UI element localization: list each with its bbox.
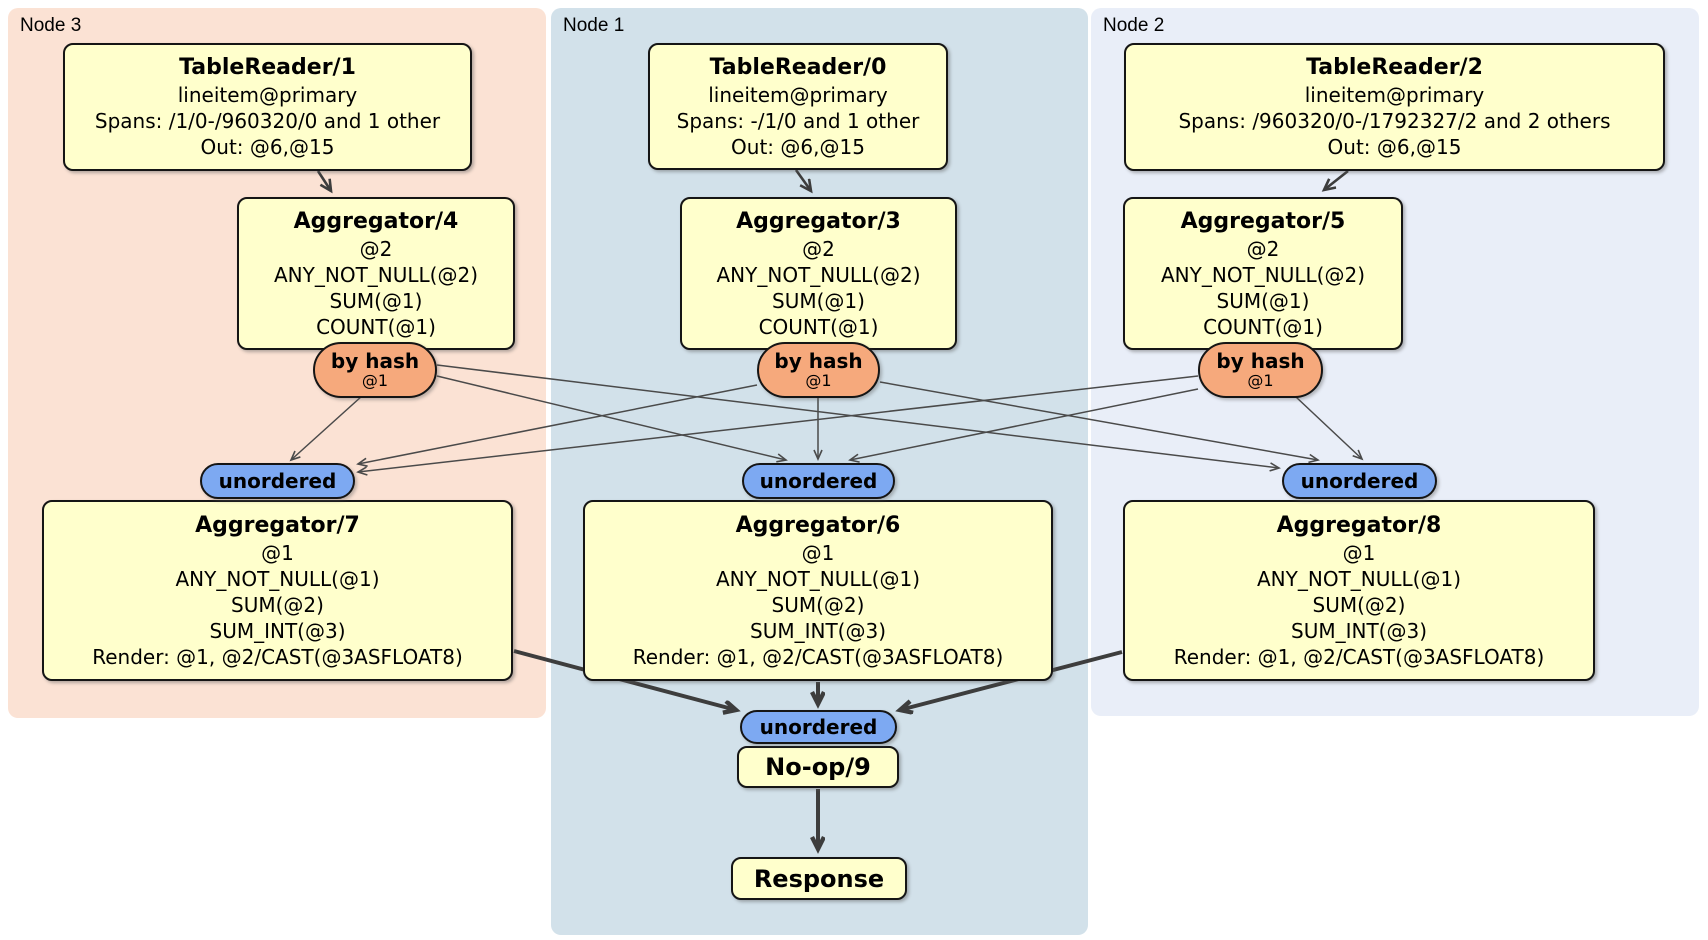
region-node-2-label: Node 2 [1103, 15, 1165, 36]
processor-line: Spans: /960320/0-/1792327/2 and 2 others [1178, 109, 1611, 133]
processor-line: ANY_NOT_NULL(@1) [1257, 566, 1461, 591]
processor-title: TableReader/0 [709, 54, 887, 80]
edge-router-node3-sync-node3 [289, 395, 363, 462]
edge-router-node1-sync-node3 [356, 384, 758, 467]
processor-line: ANY_NOT_NULL(@1) [175, 566, 380, 591]
processor-line: ANY_NOT_NULL(@2) [716, 262, 921, 287]
processor-aggregator-5: Aggregator/5 @2 ANY_NOT_NULL(@2) SUM(@1)… [1123, 197, 1403, 350]
processor-line: @1 [1342, 540, 1376, 565]
processor-line: SUM(@2) [771, 592, 865, 617]
sync-unordered-node2: unordered [1282, 463, 1437, 499]
processor-line: ANY_NOT_NULL(@2) [1161, 262, 1365, 287]
router-detail: @1 [361, 371, 389, 390]
edge-router-node3-sync-node2 [436, 364, 1281, 472]
processor-title: No-op/9 [765, 753, 871, 781]
processor-line: COUNT(@1) [758, 314, 879, 339]
edge-aggregator8-output-sync [900, 650, 1123, 710]
processor-line: @1 [261, 540, 294, 565]
processor-noop-9: No-op/9 [737, 746, 899, 788]
sync-label: unordered [759, 469, 878, 493]
region-node-1-label: Node 1 [563, 15, 625, 36]
sync-label: unordered [759, 715, 878, 739]
processor-line: Render: @1, @2/CAST(@3ASFLOAT8) [1173, 644, 1545, 669]
processor-line: Spans: /1/0-/960320/0 and 1 other [94, 109, 441, 133]
processor-line: Out: @6,@15 [200, 135, 335, 159]
processor-line: SUM_INT(@3) [209, 618, 346, 643]
sync-label: unordered [1300, 469, 1419, 493]
router-label: by hash [1216, 349, 1305, 373]
processor-line: lineitem@primary [1304, 83, 1485, 107]
processor-line: SUM_INT(@3) [1291, 618, 1427, 643]
processor-aggregator-3: Aggregator/3 @2 ANY_NOT_NULL(@2) SUM(@1)… [680, 197, 957, 350]
processor-line: COUNT(@1) [1203, 314, 1323, 339]
processor-line: SUM(@1) [329, 288, 423, 313]
router-label: by hash [330, 349, 420, 373]
processor-line: Render: @1, @2/CAST(@3ASFLOAT8) [632, 644, 1004, 669]
edge-tablereader2-aggregator5 [1324, 169, 1349, 190]
processor-title: Aggregator/8 [1276, 512, 1442, 538]
sync-unordered-node1: unordered [742, 463, 895, 499]
processor-title: Response [753, 864, 885, 893]
processor-line: ANY_NOT_NULL(@2) [274, 262, 478, 287]
processor-line: SUM(@1) [1216, 288, 1310, 313]
processor-line: Out: @6,@15 [731, 134, 865, 159]
processor-title: Aggregator/3 [736, 208, 901, 234]
processor-line: @2 [1246, 236, 1280, 261]
processor-line: Render: @1, @2/CAST(@3ASFLOAT8) [92, 644, 463, 669]
processor-line: Spans: -/1/0 and 1 other [676, 108, 920, 133]
router-detail: @1 [1247, 371, 1274, 390]
processor-title: Aggregator/4 [293, 208, 459, 234]
processor-title: TableReader/2 [1306, 55, 1483, 80]
sync-unordered-node3: unordered [200, 463, 355, 499]
processor-line: SUM(@1) [772, 288, 865, 313]
edge-router-node2-sync-node3 [356, 375, 1199, 476]
processor-line: SUM(@2) [231, 592, 324, 617]
processor-line: SUM_INT(@3) [750, 618, 886, 643]
processor-line: ANY_NOT_NULL(@1) [716, 566, 920, 591]
processor-line: @1 [801, 540, 835, 565]
edge-tablereader0-aggregator3 [794, 169, 811, 191]
processor-title: TableReader/1 [179, 55, 356, 80]
processor-title: Aggregator/6 [735, 512, 901, 538]
router-detail: @1 [805, 371, 832, 390]
region-node-3-label: Node 3 [20, 15, 82, 36]
edge-router-node1-sync-node2 [879, 381, 1320, 464]
edge-router-node2-sync-node2 [1295, 396, 1364, 461]
router-by-hash-node2: by hash @1 [1198, 342, 1323, 398]
processor-title: Aggregator/7 [195, 512, 360, 538]
processor-line: COUNT(@1) [316, 314, 436, 339]
processor-tablereader-0: TableReader/0 lineitem@primary Spans: -/… [648, 43, 948, 170]
router-by-hash-node3: by hash @1 [313, 342, 437, 398]
processor-line: @2 [359, 236, 393, 261]
processor-response: Response [731, 857, 907, 900]
processor-line: SUM(@2) [1312, 592, 1406, 617]
processor-tablereader-1: TableReader/1 lineitem@primary Spans: /1… [63, 43, 472, 171]
processor-line: lineitem@primary [708, 82, 888, 107]
router-label: by hash [774, 349, 863, 373]
processor-aggregator-6: Aggregator/6 @1 ANY_NOT_NULL(@1) SUM(@2)… [583, 500, 1053, 681]
sync-label: unordered [218, 469, 337, 493]
router-by-hash-node1: by hash @1 [757, 342, 880, 398]
processor-aggregator-8: Aggregator/8 @1 ANY_NOT_NULL(@1) SUM(@2)… [1123, 500, 1595, 681]
processor-aggregator-4: Aggregator/4 @2 ANY_NOT_NULL(@2) SUM(@1)… [237, 197, 515, 350]
processor-line: @2 [802, 236, 835, 261]
processor-title: Aggregator/5 [1180, 208, 1346, 234]
sync-unordered-output: unordered [740, 710, 897, 744]
edge-tablereader1-aggregator4 [316, 170, 331, 191]
processor-line: Out: @6,@15 [1327, 135, 1462, 159]
processor-line: lineitem@primary [177, 83, 358, 107]
processor-tablereader-2: TableReader/2 lineitem@primary Spans: /9… [1124, 43, 1665, 171]
edge-router-node2-sync-node1 [848, 388, 1199, 463]
edge-router-node3-sync-node1 [436, 375, 788, 463]
processor-aggregator-7: Aggregator/7 @1 ANY_NOT_NULL(@1) SUM(@2)… [42, 500, 513, 681]
